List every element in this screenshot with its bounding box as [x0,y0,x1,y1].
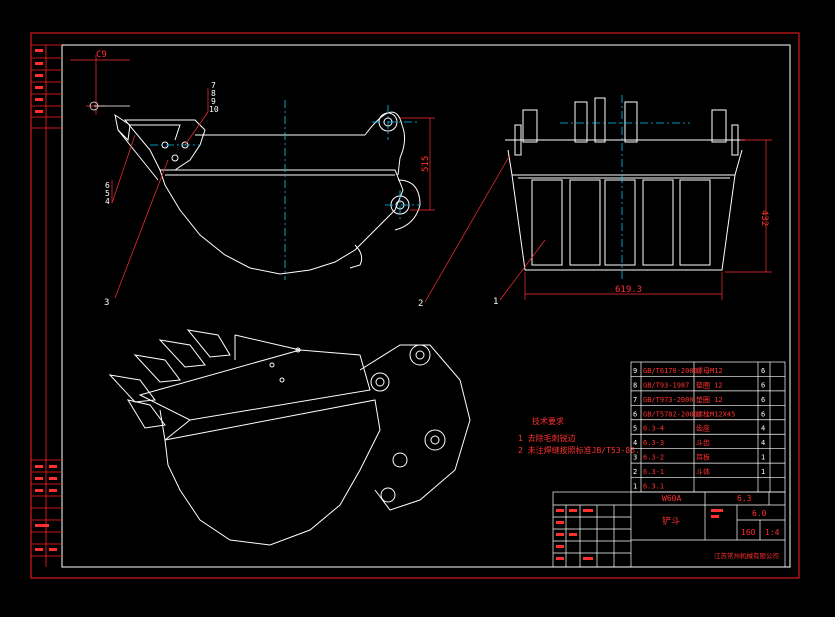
callout-3: 3 [104,298,109,308]
bom-row: 8 GB/T93-1987 垫圈 12 6 [633,380,765,389]
bom-desc: 垫圈 12 [696,380,723,389]
isometric-view [108,329,471,546]
bom-no: 8 [633,381,637,389]
bom-no: 4 [633,439,637,447]
bom-no: 6 [633,410,637,418]
bom-row: 1 6.3.1 [633,483,664,491]
bom-code: 6.3-2 [643,454,664,462]
bom-no: 1 [633,483,637,491]
callout-9: 9 [211,97,216,106]
bom-code: 6.3-3 [643,439,664,447]
bom-desc: 垫圈 12 [696,395,723,404]
bom-code: 6.3.1 [643,483,664,491]
bom-qty: 4 [761,439,765,447]
callout-2: 2 [418,299,423,309]
bom-no: 7 [633,396,637,404]
bom-code: GB/T5782-2000 [643,410,698,418]
callout-4: 4 [105,197,110,206]
title-drawing-no: 6.3 [737,494,752,503]
bom-qty: 1 [761,454,765,462]
front-view [505,97,745,271]
callout-10: 10 [209,105,219,114]
bom-code: 6.3-4 [643,425,664,433]
bom-code: GB/T93-1987 [643,381,689,389]
bom-qty: 6 [761,396,765,404]
callout-leaders-side [111,88,209,299]
title-block-grid [552,491,786,568]
c9-leader [89,101,130,111]
bom-no: 5 [633,425,637,433]
title-sheet: 6.0 [752,509,767,518]
bom-qty: 1 [761,468,765,476]
bom-row: 4 6.3-3 斗齿 4 [633,439,765,447]
bom-qty: 6 [761,410,765,418]
bom-row: 5 6.3-4 齿座 4 [633,424,765,433]
bom-qty: 6 [761,381,765,389]
bom-row: 3 6.3-2 耳板 1 [633,453,765,462]
front-dimensions [524,139,772,300]
side-view [114,111,421,275]
bom-desc: 齿座 [696,424,710,433]
side-dimension-515 [400,117,435,211]
bom-desc: 耳板 [696,453,710,462]
dim-515-label: 515 [421,156,431,172]
bom-code: 6.3-1 [643,468,664,476]
drawing-frame [30,32,800,579]
callout-leaders-front [424,154,546,303]
bom-table-grid [630,361,786,493]
dim-432-label: 432 [759,210,769,226]
bom-no: 3 [633,454,637,462]
callout-8: 8 [211,89,216,98]
left-revision-strip [31,44,62,567]
bom-code: GB/T6170-2000 [643,367,698,375]
bom-desc: 斗齿 [696,439,710,447]
bom-desc: 螺栓M12X45 [696,409,735,418]
bom-no: 2 [633,468,637,476]
bom-row: 2 6.3-1 斗体 1 [633,467,765,476]
bom-qty: 6 [761,367,765,375]
dim-c9-label: C9 [96,50,107,60]
callout-5: 5 [105,189,110,198]
left-strip-labels [35,49,57,551]
notes-line-2: 2 未注焊缝按照标准JB/T53-86. [518,445,640,455]
callout-6: 6 [105,181,110,190]
title-scale-b: 1:4 [765,528,780,537]
title-model: W60A [662,494,681,503]
front-view-centerlines [560,95,690,280]
callout-1: 1 [493,297,498,307]
notes-title: 技术要求 [532,416,564,426]
bom-desc: 斗体 [696,467,710,476]
title-block-revision-marks [556,509,723,560]
title-company: 江苏常州机械有限公司 [714,551,779,560]
bom-no: 9 [633,367,637,375]
title-scale-a: 160 [741,528,756,537]
callout-7: 7 [211,81,216,90]
bom-code: GB/T973-2000 [643,396,694,404]
bom-qty: 4 [761,425,765,433]
side-view-centerlines [150,100,420,280]
title-part-name: 铲斗 [662,515,680,527]
notes-line-1: 1 去除毛刺锐边 [518,433,576,443]
bom-desc: 螺母M12 [696,366,723,375]
dim-619-label: 619.3 [615,285,642,295]
